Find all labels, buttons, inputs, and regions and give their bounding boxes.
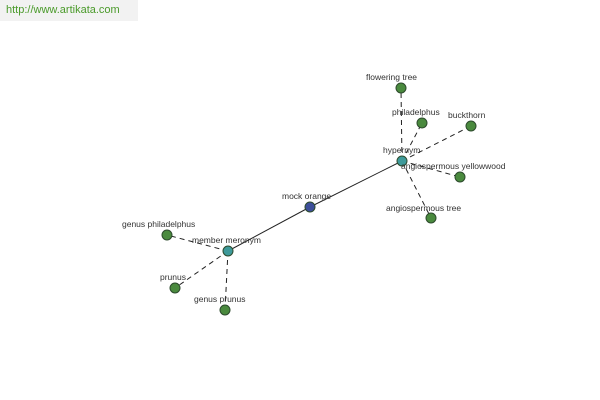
label-flowering-tree: flowering tree	[366, 72, 417, 82]
node-prunus[interactable]	[169, 282, 181, 294]
label-genus-prunus: genus prunus	[194, 294, 246, 304]
edge-hypernym-to-buckthorn	[401, 125, 472, 162]
label-layer: mock orange flowering tree philadelphus buc…	[122, 72, 506, 304]
edge-member-meronym-to-genus-prunus	[224, 250, 229, 311]
node-genus-prunus[interactable]	[219, 304, 231, 316]
edge-member-meronym-to-prunus	[174, 250, 229, 289]
node-hypernym[interactable]	[396, 155, 408, 167]
node-mock-orange[interactable]	[304, 201, 316, 213]
edge-member-meronym-to-genus-philadelphus	[166, 234, 229, 252]
edge-layer	[166, 87, 472, 311]
node-angiospermous-tree[interactable]	[425, 212, 437, 224]
node-flowering-tree[interactable]	[395, 82, 407, 94]
edge-hypernym-to-flowering-tree	[400, 87, 403, 162]
node-angiospermous-yellowwood[interactable]	[454, 171, 466, 183]
label-genus-philadelphus: genus philadelphus	[122, 219, 195, 229]
label-philadelphus: philadelphus	[392, 107, 440, 117]
label-buckthorn: buckthorn	[448, 110, 486, 120]
node-buckthorn[interactable]	[465, 120, 477, 132]
label-angiospermous-yellowwood: angiospermous yellowwood	[401, 161, 506, 171]
label-hypernym: hypernym	[383, 145, 420, 155]
label-member-meronym: member meronym	[192, 235, 261, 245]
edge-root-to-member-meronym	[227, 206, 311, 252]
site-url-link[interactable]: http://www.artikata.com	[0, 0, 138, 21]
label-prunus: prunus	[160, 272, 186, 282]
edge-hypernym-to-angiospermous-tree	[401, 160, 432, 219]
edge-hypernym-to-philadelphus	[401, 122, 423, 162]
node-layer	[161, 82, 477, 316]
edge-hypernym-to-angiospermous-yellowwood	[401, 160, 461, 178]
node-member-meronym[interactable]	[222, 245, 234, 257]
node-genus-philadelphus[interactable]	[161, 229, 173, 241]
label-angiospermous-tree: angiospermous tree	[386, 203, 461, 213]
node-philadelphus[interactable]	[416, 117, 428, 129]
label-mock-orange: mock orange	[282, 191, 331, 201]
edge-root-to-hypernym	[309, 160, 403, 208]
